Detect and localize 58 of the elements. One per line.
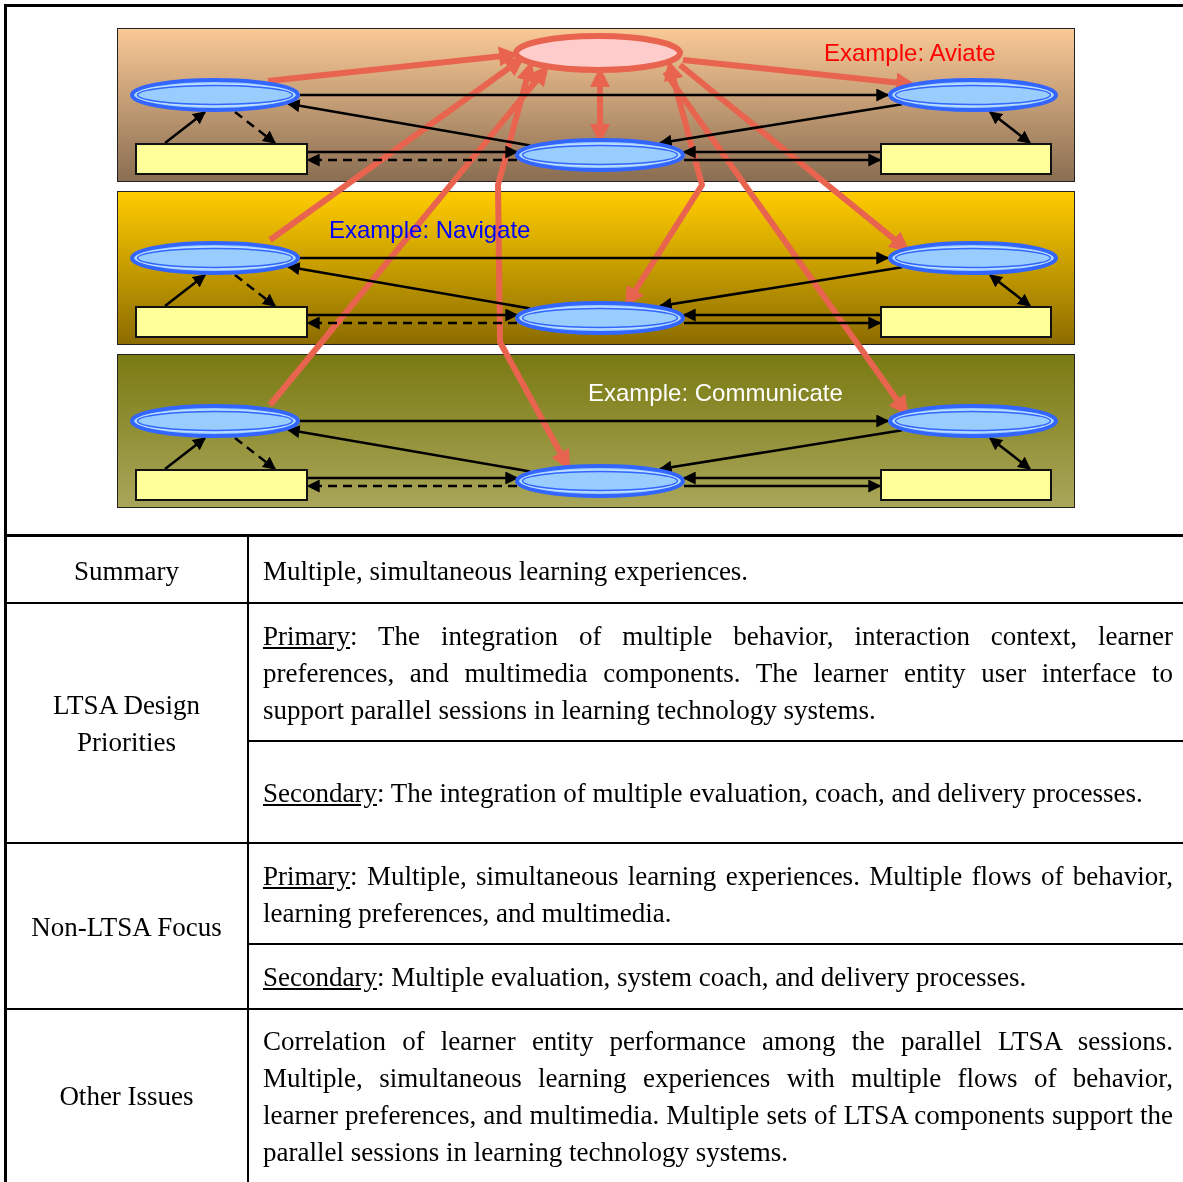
band-panel [117,191,1075,345]
table-text: Correlation of learner entity performance among the parallel LTSA sessions. Multiple, simultaneous learning experiences with multiple flows of behavior, learner preferences, and multimedia. Multiple sets of LTSA components support the parallel sessions in learning technology systems. [262,1024,1174,1169]
arrow [306,316,517,330]
data-box [879,468,1052,501]
arrow [268,56,525,243]
arrow [234,111,277,144]
process-ellipse [129,77,300,112]
example-label: Example: Navigate [329,216,531,244]
arrow [286,99,531,147]
example-label: Example: Aviate [824,39,996,67]
example-label: Example: Communicate [588,379,843,407]
arrow [164,111,207,144]
arrow [682,471,880,485]
band-panel [117,28,1075,182]
arrow [308,145,519,159]
arrow [678,62,910,252]
data-box [134,142,308,175]
table-text: Secondary: Multiple evaluation, system coach, and delivery processes. [262,961,1028,994]
row-header: Summary [73,554,180,588]
arrow [286,425,531,473]
arrow [300,88,890,102]
process-ellipse [887,240,1058,275]
arrow [164,274,207,307]
data-box [879,305,1052,338]
arrow [300,251,890,265]
data-box [134,468,308,501]
arrow [988,111,1032,144]
arrow [308,308,519,322]
table-text: Primary: The integration of multiple behavior, interaction context, learner preferences, and multimedia components. The learner entity user interface to support parallel sessions in learning technology systems. [262,619,1174,727]
table-text: Primary: Multiple, simultaneous learning experiences. Multiple flows of behavior, learning preferences, and multimedia. [262,859,1174,930]
learner-ellipse [512,32,683,73]
arrow [308,471,519,485]
process-ellipse [887,77,1058,112]
row-header: LTSA Design Priorities [52,689,201,759]
arrow [300,414,890,428]
arrow [234,274,277,307]
arrow [988,274,1032,307]
row-header: Other Issues [58,1080,195,1113]
arrow [988,437,1032,470]
band-panel [117,354,1075,508]
process-ellipse [887,403,1058,438]
arrow [286,262,531,310]
table-text: Multiple, simultaneous learning experiences. [262,554,750,588]
data-box [879,142,1052,175]
table-text: Secondary: The integration of multiple evaluation, coach, and delivery processes. [262,776,1144,810]
arrow [682,145,880,159]
arrow [306,153,517,167]
process-ellipse [514,463,685,498]
process-ellipse [514,300,685,335]
arrow [164,437,207,470]
process-ellipse [129,403,300,438]
arrow [682,308,880,322]
arrow [234,437,277,470]
process-ellipse [129,240,300,275]
row-header: Non-LTSA Focus [30,910,223,944]
arrow [306,479,517,493]
process-ellipse [514,137,685,172]
data-box [134,305,308,338]
